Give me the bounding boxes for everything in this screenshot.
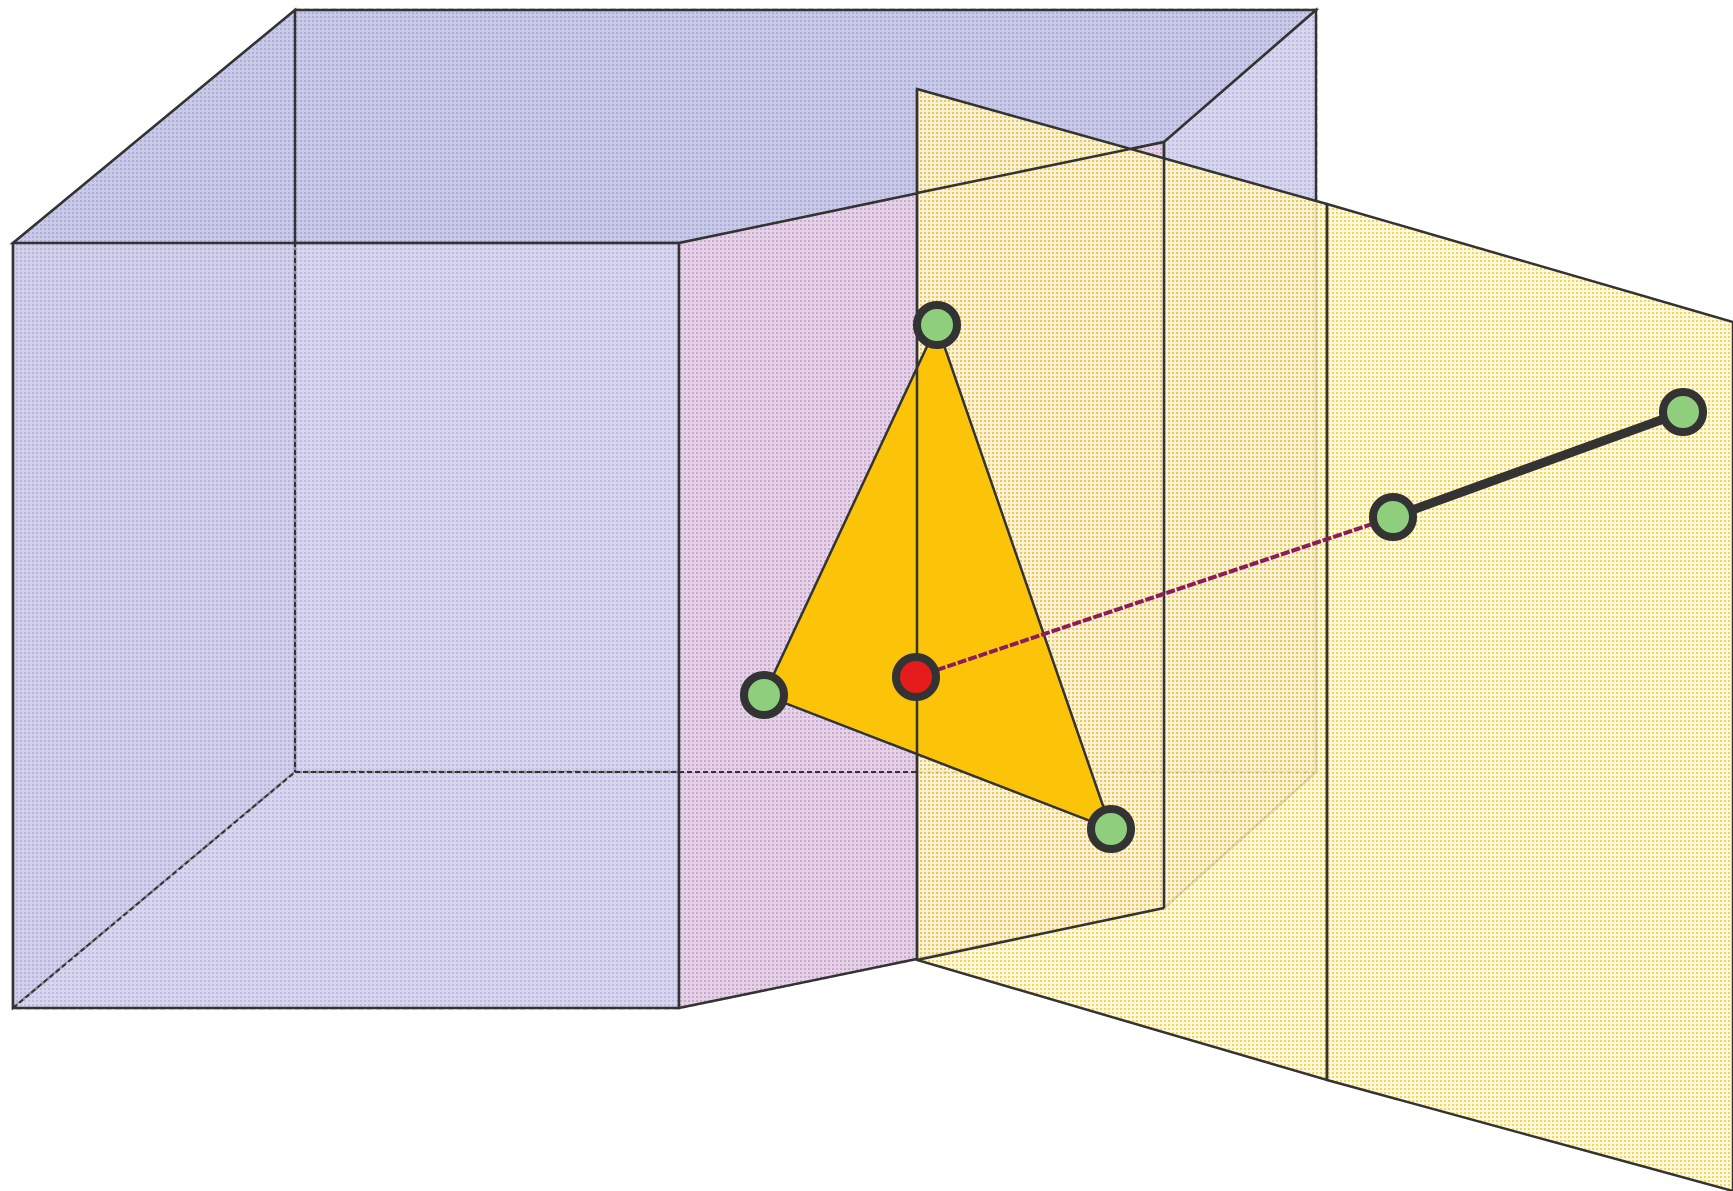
box-front-face [11,241,681,1010]
segment-end-near [1369,493,1417,541]
segment-end-far [1659,388,1707,436]
vertex-left [740,671,788,719]
line-segment [1388,407,1688,522]
vertex-top [913,301,961,349]
intersection-point [892,653,940,701]
triangle [762,321,1114,832]
ray [915,515,1394,679]
box-hidden-edge [12,771,296,1009]
box-edge [916,906,1165,962]
vertex-bottom-right [1087,805,1135,853]
clipping-plane-far [1325,202,1733,1191]
box-edge [916,140,1165,195]
